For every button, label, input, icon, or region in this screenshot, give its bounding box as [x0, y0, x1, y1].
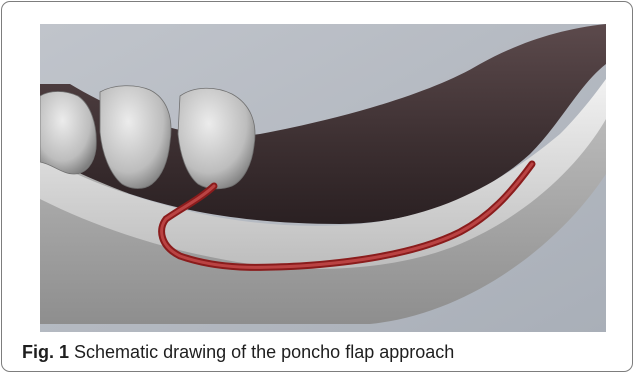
figure-label: Fig. 1: [22, 342, 69, 362]
tooth-right: [178, 88, 255, 189]
dental-model-image: [40, 24, 606, 332]
figure-caption-text: Schematic drawing of the poncho flap app…: [74, 342, 454, 362]
figure-caption: Fig. 1 Schematic drawing of the poncho f…: [22, 341, 622, 363]
